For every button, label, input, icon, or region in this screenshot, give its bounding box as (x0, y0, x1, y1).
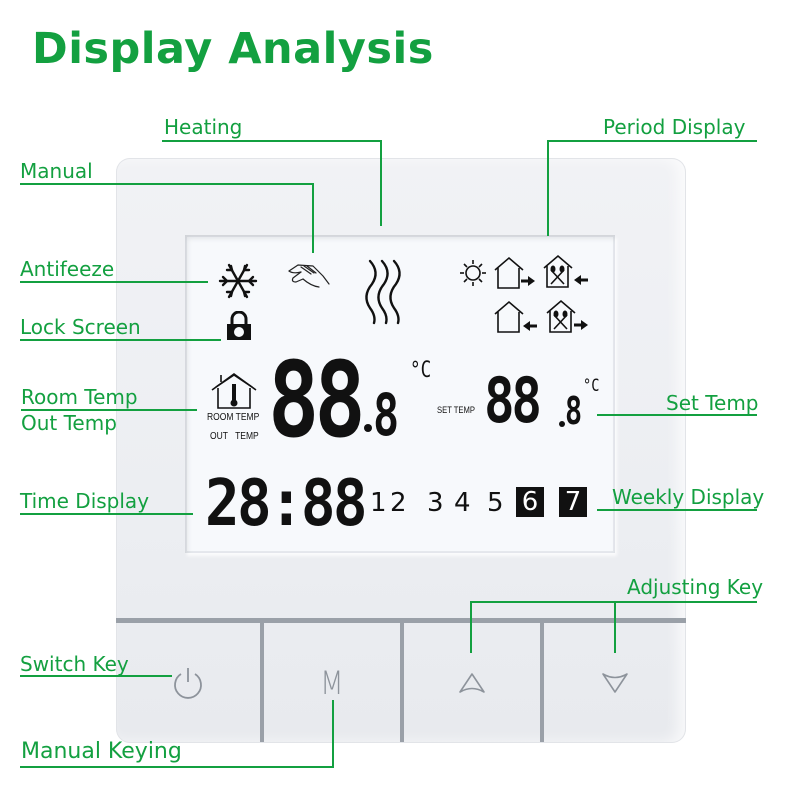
key-divider (540, 622, 544, 742)
leader-line (21, 409, 197, 411)
leader-line (547, 140, 757, 142)
leader-line (597, 414, 757, 416)
leader-line (20, 675, 172, 677)
room-temp-digits: 88 (268, 339, 366, 461)
snowflake-icon (218, 263, 258, 299)
key-divider (260, 622, 264, 742)
up-triangle-icon (459, 672, 485, 693)
day-5: 5 (487, 488, 504, 518)
room-temp-label: ROOM TEMP (207, 412, 260, 423)
out-temp-label: OUT TEMP (210, 431, 259, 442)
set-temp-decimal: 8 (565, 389, 583, 433)
leader-line (312, 183, 314, 253)
power-icon (174, 667, 202, 699)
room-temp-decimal-point (364, 424, 372, 432)
house-return-icon (494, 300, 537, 333)
leader-line (470, 601, 472, 653)
house-thermometer-icon (211, 373, 257, 409)
callout-adjusting-key: Adjusting Key (627, 575, 764, 599)
day-3: 3 (427, 488, 444, 518)
room-temp-unit: °C (410, 358, 432, 383)
leader-line (20, 281, 208, 283)
leader-line (20, 183, 314, 185)
set-temp-unit: °C (583, 376, 600, 396)
leader-line (20, 513, 193, 515)
callout-antifreeze: Antifeeze (20, 257, 115, 281)
leader-line (597, 509, 757, 511)
house-meal-return-icon (543, 254, 588, 288)
heat-waves-icon (365, 259, 401, 325)
mode-key-label: M (320, 663, 344, 702)
callout-manual: Manual (20, 159, 93, 183)
page-title: Display Analysis (32, 24, 434, 74)
leader-line (380, 140, 382, 226)
down-triangle-icon (602, 672, 628, 693)
leader-line (332, 700, 334, 768)
leader-line (547, 140, 549, 236)
leader-line (470, 601, 757, 603)
callout-switch-key: Switch Key (20, 652, 129, 676)
callout-period-display: Period Display (603, 115, 746, 139)
key-divider (400, 622, 404, 742)
callout-out-temp: Out Temp (21, 411, 117, 435)
hand-icon (288, 264, 330, 288)
leader-line (20, 339, 221, 341)
set-temp-digits: 88 (484, 364, 542, 437)
callout-time-display: Time Display (20, 489, 150, 513)
room-temp-decimal: 8 (373, 381, 400, 449)
set-temp-decimal-point (559, 421, 565, 427)
leader-line (20, 766, 334, 768)
mode-button[interactable]: M (264, 623, 400, 742)
leader-line (614, 601, 616, 653)
moon-icon (468, 305, 489, 335)
time-display: 28:88 (205, 467, 368, 541)
callout-weekly-display: Weekly Display (612, 485, 765, 509)
callout-room-temp: Room Temp (21, 385, 138, 409)
house-leave-icon (494, 256, 535, 289)
up-button[interactable] (404, 623, 540, 742)
sun-icon (460, 260, 486, 286)
day-1: 1 (370, 488, 387, 518)
callout-heating: Heating (164, 115, 243, 139)
key-bar (116, 618, 686, 623)
down-button[interactable] (544, 623, 686, 742)
callout-lock-screen: Lock Screen (20, 315, 141, 339)
house-meal-leave-icon (546, 299, 588, 333)
day-4: 4 (454, 488, 471, 518)
day-7-active: 7 (559, 487, 587, 517)
callout-manual-keying: Manual Keying (21, 739, 182, 764)
set-temp-label: SET TEMP (437, 405, 475, 415)
day-2: 2 (390, 488, 407, 518)
leader-line (162, 140, 382, 142)
padlock-icon (227, 311, 251, 340)
day-6-active: 6 (516, 487, 544, 517)
power-button[interactable] (116, 623, 260, 742)
callout-set-temp: Set Temp (666, 391, 759, 415)
